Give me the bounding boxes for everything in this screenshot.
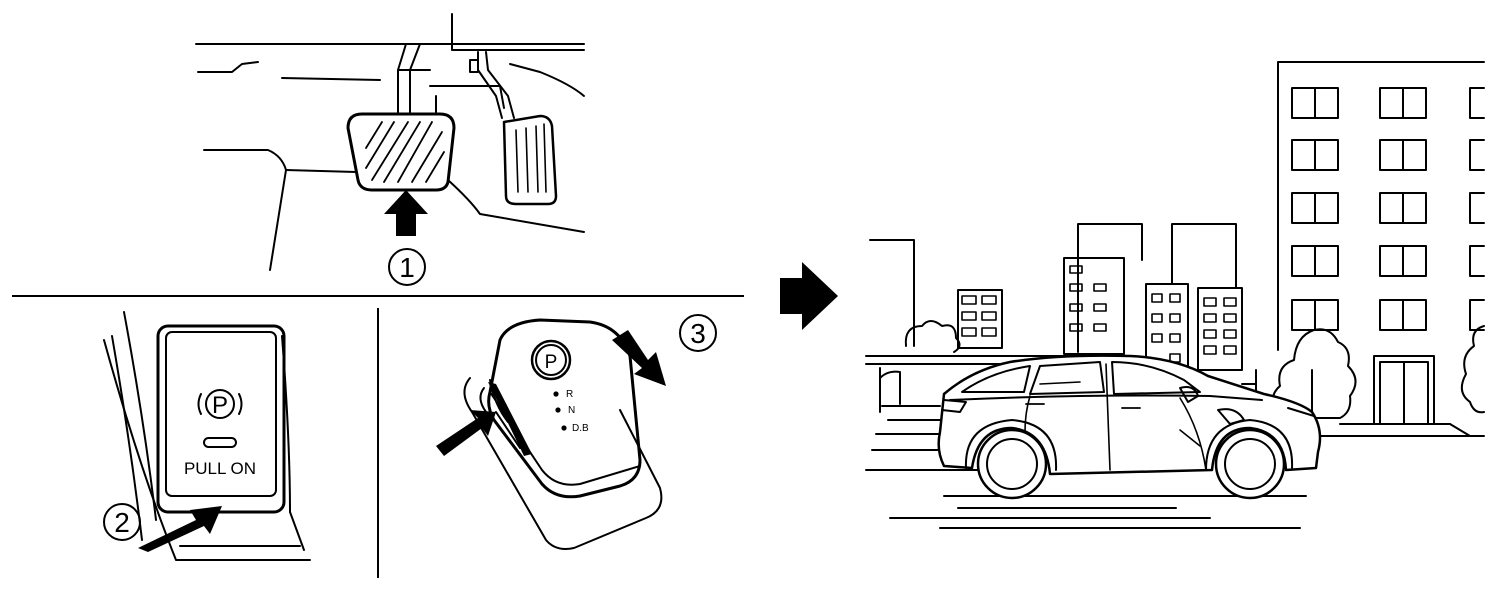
- parking-brake-switch-bezel: [156, 324, 286, 514]
- step-badge-3: [679, 314, 717, 352]
- shift-arrow-3: [612, 330, 666, 386]
- switch-symbol: P: [212, 392, 228, 419]
- switch-caption: PULL ON: [184, 459, 256, 478]
- panel-brake-pedal: [195, 13, 585, 271]
- push-arrow-2: [138, 506, 222, 552]
- front-wheel: [1214, 428, 1286, 500]
- brake-pedal: [346, 112, 456, 192]
- step-number-2: 2: [114, 507, 130, 538]
- accelerator-pedal: [502, 114, 558, 206]
- switch-indicator-lamp: [203, 437, 237, 448]
- parking-brake-switch: [165, 331, 277, 497]
- push-arrow-side: [436, 410, 496, 456]
- shift-release-button: [488, 382, 532, 456]
- panel-parking-brake: [103, 311, 311, 561]
- step-badge-2: [103, 503, 141, 541]
- shift-position-r: R: [566, 389, 573, 400]
- step-number-3: 3: [690, 318, 706, 349]
- step-badge-1: [388, 248, 426, 286]
- next-arrow: [780, 262, 838, 330]
- car: [937, 354, 1322, 500]
- park-button: [530, 339, 572, 381]
- press-arrow-1: [384, 190, 428, 236]
- rear-wheel: [976, 428, 1048, 500]
- shift-button-symbol: P: [545, 352, 558, 373]
- shift-position-n: N: [568, 405, 575, 416]
- step-number-1: 1: [399, 252, 415, 283]
- shift-position-db: D.B: [572, 423, 589, 434]
